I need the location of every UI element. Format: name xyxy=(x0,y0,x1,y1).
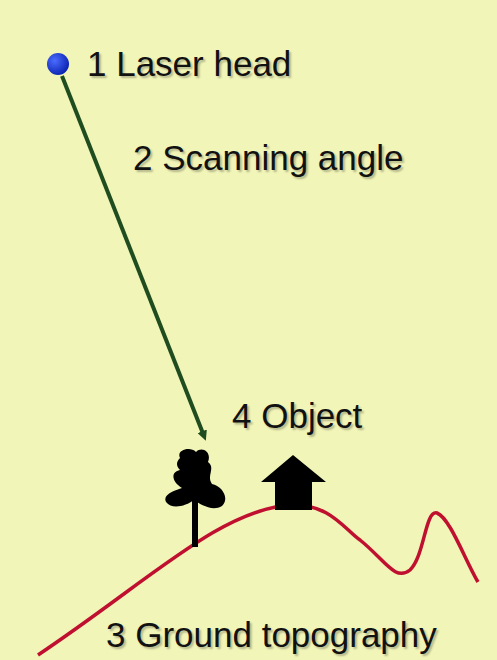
laser-beam xyxy=(62,76,204,436)
callout-label: 2 Scanning angle xyxy=(133,140,404,175)
callout-label: 4 Object xyxy=(232,398,362,433)
callout-label: 3 Ground topography xyxy=(106,617,437,652)
ground-curve xyxy=(38,505,478,655)
callout-label: 1 Laser head xyxy=(87,46,291,81)
laser-head-dot xyxy=(47,53,69,75)
tree-symbol xyxy=(165,449,225,547)
house-symbol xyxy=(261,455,326,510)
